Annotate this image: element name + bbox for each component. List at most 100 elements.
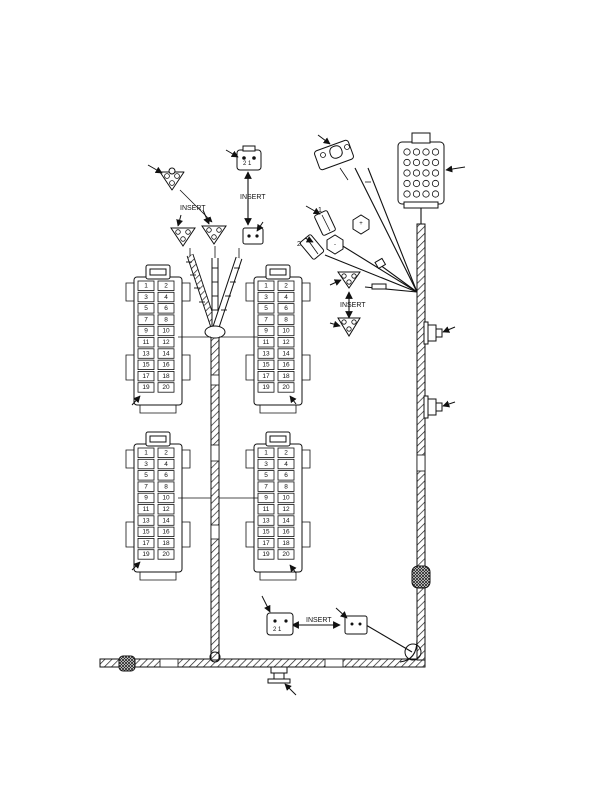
callout-arrow: [304, 236, 314, 243]
triangle-connector-top-left: [159, 167, 185, 191]
pin-number: 6: [284, 305, 288, 312]
pin-cell: [137, 280, 155, 291]
pin-cell: [157, 470, 175, 481]
pin-number: 11: [143, 506, 150, 513]
socket-pin: [403, 158, 411, 167]
triangle-connector-center: [201, 225, 227, 245]
pin-number: 14: [282, 350, 290, 357]
hex-nut-upper: [352, 214, 370, 235]
pin-cell: [157, 504, 175, 515]
two-pin-connector-top: 2 1: [236, 145, 262, 171]
right-clip-lower: [423, 395, 443, 419]
plug-connector-2: [299, 234, 325, 260]
pin-number: 6: [164, 472, 168, 479]
pin-number: 9: [264, 495, 268, 502]
pin-cell: [257, 291, 275, 303]
trunk-code-marks: [159, 374, 426, 668]
pin-cell: [157, 515, 175, 526]
pin-number: 3: [144, 461, 148, 468]
block-branch-lines: [178, 336, 258, 499]
pin-number: 12: [162, 339, 170, 346]
socket-pin: [412, 179, 421, 188]
pin-cell: [157, 303, 175, 314]
pin-number: 7: [264, 483, 268, 490]
pin-number: 8: [284, 316, 288, 323]
pin-number: 20: [162, 384, 170, 391]
pin-cell: [157, 370, 175, 382]
callout-arrow: [256, 221, 264, 232]
pin-cell: [157, 359, 175, 371]
callout-arrow: [442, 326, 456, 333]
svg-text:2 1: 2 1: [243, 161, 252, 167]
multi-pin-connector: [397, 132, 445, 209]
pin-number: 10: [162, 328, 170, 335]
two-pin-connector-mid: [242, 227, 264, 245]
pin-cell: [277, 526, 295, 537]
triangle-connector-right-upper: [337, 271, 361, 289]
pin-cell: [277, 515, 295, 526]
pin-cell: [137, 481, 155, 492]
socket-pin: [431, 148, 440, 156]
pin-number: 17: [262, 540, 270, 547]
pin-number: 11: [263, 506, 270, 513]
pin-cell: [257, 447, 275, 458]
pin-cell: [277, 549, 295, 560]
pin-cell: [277, 492, 295, 504]
pin-cell: [137, 458, 155, 470]
right-trunk: [416, 223, 426, 661]
pin-number: 5: [264, 305, 268, 312]
bottom-connector-left: 2 1: [266, 612, 294, 636]
pin-number: 18: [282, 373, 290, 380]
pin-cell: [157, 526, 175, 537]
callout-arrow: [445, 165, 466, 173]
pin-number: 3: [144, 294, 148, 301]
pin-number: 19: [262, 551, 270, 558]
pin-cell: [137, 291, 155, 303]
pin-number: 16: [162, 362, 170, 369]
insert-label-bottom: INSERT: [306, 617, 332, 624]
pin-number: 15: [262, 529, 270, 536]
pin-number: 19: [262, 384, 270, 391]
pin-cell: [157, 447, 175, 458]
callout-arrow: [202, 209, 210, 225]
socket-pin: [412, 190, 421, 198]
pin-number: 15: [262, 362, 270, 369]
pin-cell: [137, 538, 155, 549]
pin-number: 9: [144, 495, 148, 502]
pin-number: 14: [282, 517, 290, 524]
bottom-trunk: [99, 658, 426, 668]
pin-number: 7: [264, 316, 268, 323]
pin-number: 20: [282, 551, 290, 558]
callout-arrow: [176, 214, 184, 227]
pin-cell: [257, 515, 275, 526]
pin-number: 14: [162, 350, 170, 357]
pin-number: 2: [164, 283, 168, 290]
pin-number: 14: [162, 517, 170, 524]
pin-cell: [257, 504, 275, 515]
pin-cell: [157, 280, 175, 291]
pin-cell: [257, 280, 275, 291]
pin-cell: [257, 549, 275, 560]
pin-cell: [277, 280, 295, 291]
pin-cell: [277, 458, 295, 470]
pin-number: 7: [144, 316, 148, 323]
callout-arrow: [284, 683, 297, 696]
pin-number: 2: [284, 450, 288, 457]
pin-cell: [137, 314, 155, 325]
pin-cell: [277, 370, 295, 382]
pin-cell: [277, 481, 295, 492]
pin-number: 17: [142, 540, 150, 547]
pin-cell: [137, 325, 155, 337]
leader-label-2: 2: [297, 241, 301, 248]
pin-number: 12: [162, 506, 170, 513]
pin-number: 18: [162, 540, 170, 547]
pin-number: 13: [142, 350, 150, 357]
pin-cell: [137, 447, 155, 458]
pin-number: 6: [164, 305, 168, 312]
insert-label-mid: INSERT: [340, 302, 366, 309]
